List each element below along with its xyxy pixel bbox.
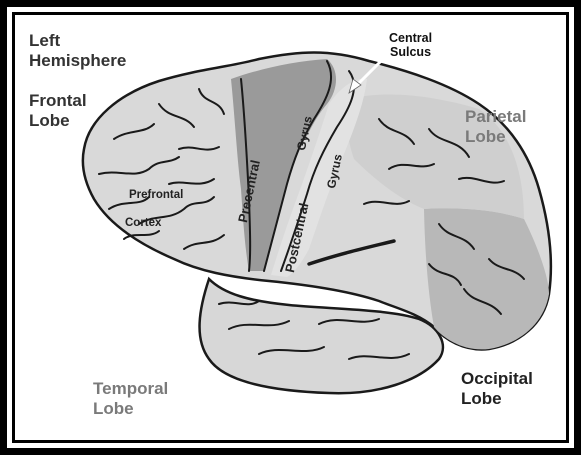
hemisphere-label: Left Hemisphere bbox=[29, 31, 126, 70]
central-sulcus-label: Central Sulcus bbox=[389, 31, 432, 60]
parietal-lobe-label: Parietal Lobe bbox=[465, 107, 526, 146]
occipital-lobe-label: Occipital Lobe bbox=[461, 369, 533, 408]
diagram-canvas: Left Hemisphere Frontal Lobe Central Sul… bbox=[7, 7, 574, 448]
cortex-label: Cortex bbox=[125, 217, 161, 230]
prefrontal-label: Prefrontal bbox=[129, 189, 183, 202]
temporal-lobe-label: Temporal Lobe bbox=[93, 379, 168, 418]
frontal-lobe-label: Frontal Lobe bbox=[29, 91, 87, 130]
